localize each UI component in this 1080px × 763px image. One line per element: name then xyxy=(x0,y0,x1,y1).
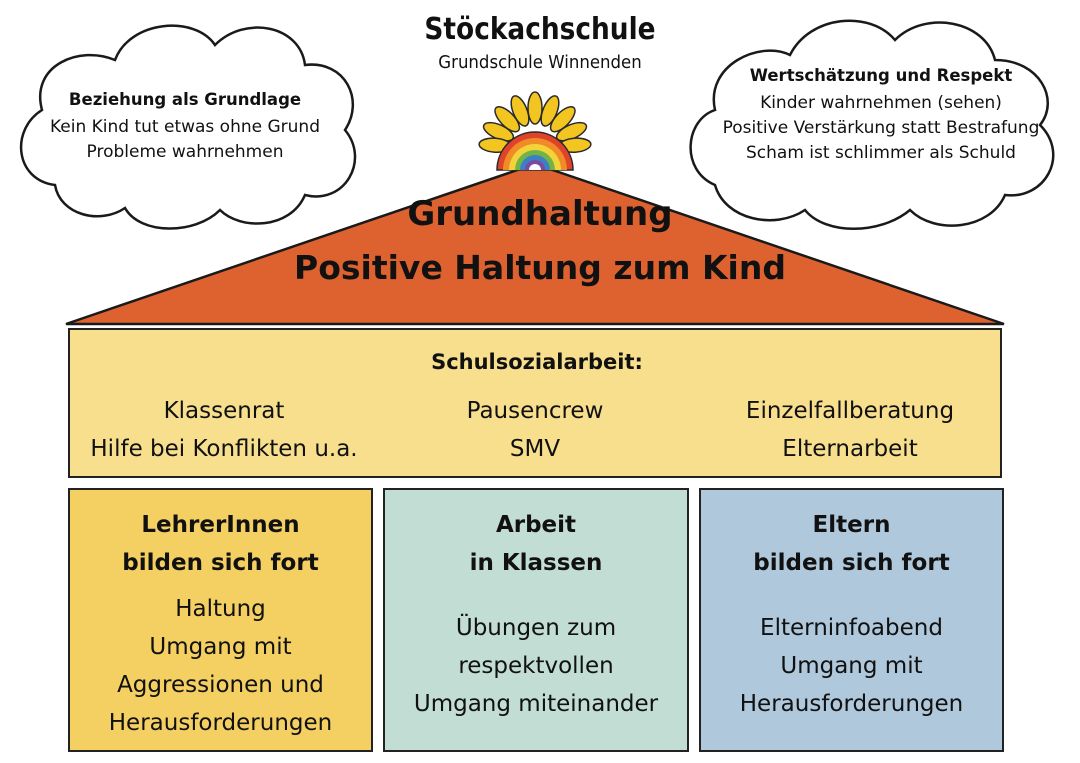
right-cloud-shape xyxy=(689,19,1055,230)
roof-shape xyxy=(65,162,1005,326)
pillar-classes: Arbeit in Klassen Übungen zum respektvol… xyxy=(383,488,689,752)
pillar-heading-line: Arbeit xyxy=(495,512,577,538)
pillar-body-line: Herausforderungen xyxy=(108,710,333,736)
pillar-body-line: respektvollen xyxy=(458,653,614,679)
pillar-body-line: Elterninfoabend xyxy=(760,615,943,641)
pillar-body-line: Aggressionen und xyxy=(117,672,324,698)
band-column: Klassenrat Hilfe bei Konflikten u.a. xyxy=(70,392,378,468)
pillar-body-line: Umgang miteinander xyxy=(413,691,659,717)
school-subtitle: Grundschule Winnenden xyxy=(438,52,642,73)
right-cloud-heading: Wertschätzung und Respekt xyxy=(749,66,1013,85)
pillar-body-line: Übungen zum xyxy=(455,615,617,641)
sun-logo-icon xyxy=(478,91,592,171)
pillar-heading: Arbeit in Klassen xyxy=(385,506,687,582)
pillar-parents: Eltern bilden sich fort Elterninfoabend … xyxy=(699,488,1004,752)
band-column: Einzelfallberatung Elternarbeit xyxy=(720,392,980,468)
band-item: Elternarbeit xyxy=(782,436,918,462)
pillar-heading-line: LehrerInnen xyxy=(141,512,300,538)
left-cloud: Beziehung als Grundlage Kein Kind tut et… xyxy=(20,90,350,165)
left-cloud-line: Probleme wahrnehmen xyxy=(86,142,284,162)
band-item: Einzelfallberatung xyxy=(745,398,955,424)
roof-subheading: Positive Haltung zum Kind xyxy=(294,248,786,287)
roof-heading: Grundhaltung xyxy=(407,194,673,234)
band-title: Schulsozialarbeit: xyxy=(431,350,643,374)
pillar-heading-line: in Klassen xyxy=(469,550,603,576)
pillar-body: Haltung Umgang mit Aggressionen und Hera… xyxy=(70,590,371,742)
right-cloud-line: Scham ist schlimmer als Schuld xyxy=(746,143,1016,163)
pillar-body: Elterninfoabend Umgang mit Herausforderu… xyxy=(701,609,1002,723)
pillar-heading: Eltern bilden sich fort xyxy=(701,506,1002,582)
right-cloud-line: Kinder wahrnehmen (sehen) xyxy=(760,93,1002,113)
school-title: Stöckachschule xyxy=(424,12,656,47)
pillar-heading: LehrerInnen bilden sich fort xyxy=(70,506,371,582)
pillar-heading-line: bilden sich fort xyxy=(122,550,319,576)
pillar-body-line: Umgang mit xyxy=(149,634,292,660)
right-cloud: Wertschätzung und Respekt Kinder wahrneh… xyxy=(692,66,1070,166)
pillar-body: Übungen zum respektvollen Umgang miteina… xyxy=(385,609,687,723)
band-item: Pausencrew xyxy=(466,398,604,424)
pillar-heading-line: bilden sich fort xyxy=(753,550,950,576)
pillar-body-line: Herausforderungen xyxy=(739,691,964,717)
band-item: Hilfe bei Konflikten u.a. xyxy=(90,436,358,462)
pillar-body-line: Umgang mit xyxy=(780,653,923,679)
band-item: SMV xyxy=(509,436,561,462)
pillar-body-line: Haltung xyxy=(175,596,266,622)
band-item: Klassenrat xyxy=(163,398,285,424)
school-social-work-band: Schulsozialarbeit: Klassenrat Hilfe bei … xyxy=(68,328,1002,478)
left-cloud-line: Kein Kind tut etwas ohne Grund xyxy=(49,117,321,137)
band-column: Pausencrew SMV xyxy=(410,392,660,468)
pillar-heading-line: Eltern xyxy=(812,512,891,538)
left-cloud-heading: Beziehung als Grundlage xyxy=(68,90,302,109)
right-cloud-line: Positive Verstärkung statt Bestrafung xyxy=(722,118,1040,138)
left-cloud-shape xyxy=(19,24,357,230)
pillar-teachers: LehrerInnen bilden sich fort Haltung Umg… xyxy=(68,488,373,752)
